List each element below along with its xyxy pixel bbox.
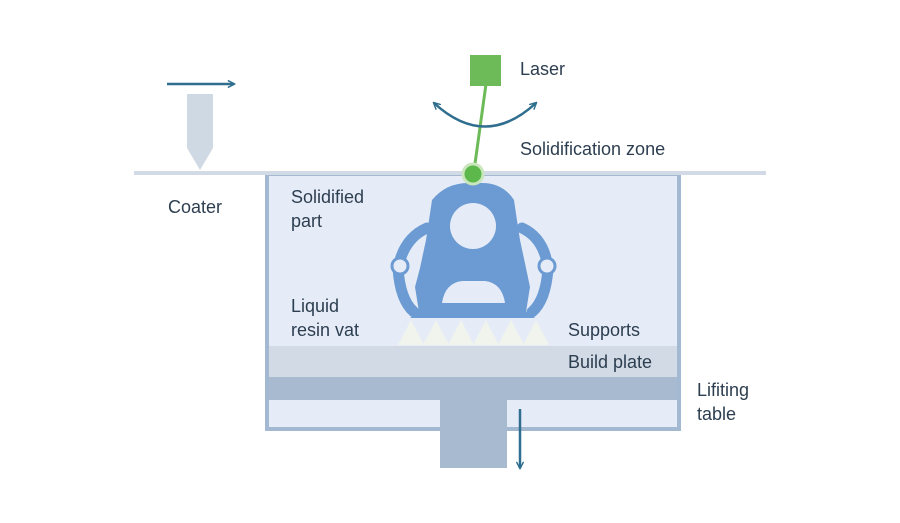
supports-label: Supports: [568, 320, 640, 340]
support-triangle: [398, 320, 424, 345]
solidification-spot: [461, 162, 485, 186]
part-left-knob: [390, 256, 410, 276]
support-triangle: [523, 320, 549, 345]
support-triangle: [448, 320, 474, 345]
supports: [398, 320, 549, 345]
support-triangle: [498, 320, 524, 345]
lifting-table-label-line1: Lifiting: [697, 380, 749, 400]
part-head-hole: [450, 203, 496, 249]
build-plate: [269, 346, 677, 377]
liquid-resin-label-line1: Liquid: [291, 296, 339, 316]
solidified-part: [390, 183, 557, 318]
lifting-table-label-line2: table: [697, 404, 736, 424]
solidification-zone-label: Solidification zone: [520, 139, 665, 159]
lifting-table-column: [440, 400, 507, 468]
liquid-resin-label-line2: resin vat: [291, 320, 359, 340]
coater-blade: [187, 94, 213, 170]
part-body: [410, 183, 535, 318]
coater-label: Coater: [168, 197, 222, 217]
laser-source: [470, 55, 501, 86]
part-right-knob: [537, 256, 557, 276]
support-triangle: [423, 320, 449, 345]
part-body-cutout: [442, 281, 505, 303]
laser-label: Laser: [520, 59, 565, 79]
solidified-part-label-line1: Solidified: [291, 187, 364, 207]
curved-double-arrow-icon: [432, 101, 538, 128]
build-plate-label: Build plate: [568, 352, 652, 372]
solidified-part-label-line2: part: [291, 211, 322, 231]
support-triangle: [473, 320, 499, 345]
lifting-table: [269, 377, 677, 400]
